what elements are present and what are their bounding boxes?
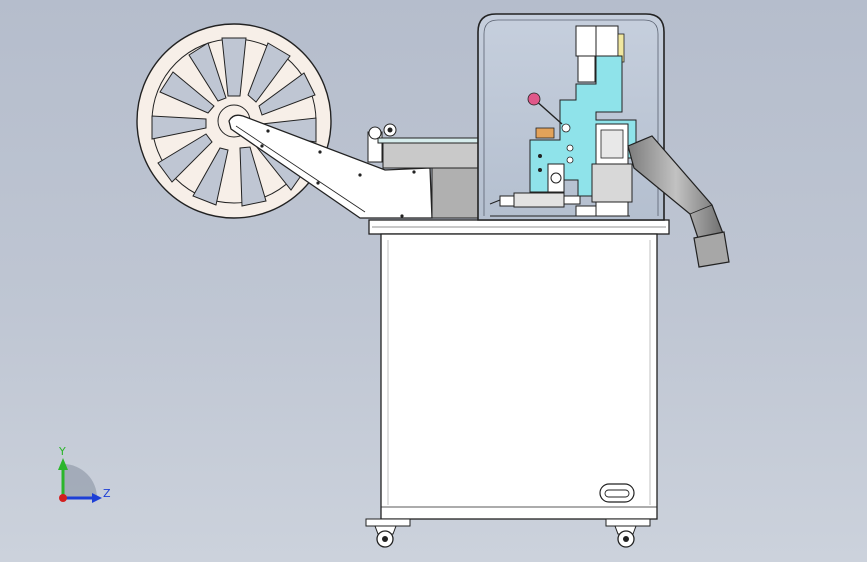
cabinet-handle[interactable] xyxy=(599,483,635,503)
lever-knob[interactable] xyxy=(527,92,541,106)
cabinet-body xyxy=(380,233,658,520)
z-axis-label: Z xyxy=(103,487,111,500)
caster-left xyxy=(365,518,411,548)
cutter-mechanism xyxy=(489,25,637,217)
tape-reel xyxy=(136,23,332,219)
reel-spokes xyxy=(151,37,317,207)
discharge-chute xyxy=(627,135,730,268)
feed-arm xyxy=(228,114,433,219)
caster-right xyxy=(605,518,651,548)
y-axis-label: Y xyxy=(58,445,66,458)
axis-triad: Y Z xyxy=(58,445,111,503)
x-axis-origin xyxy=(59,494,67,502)
